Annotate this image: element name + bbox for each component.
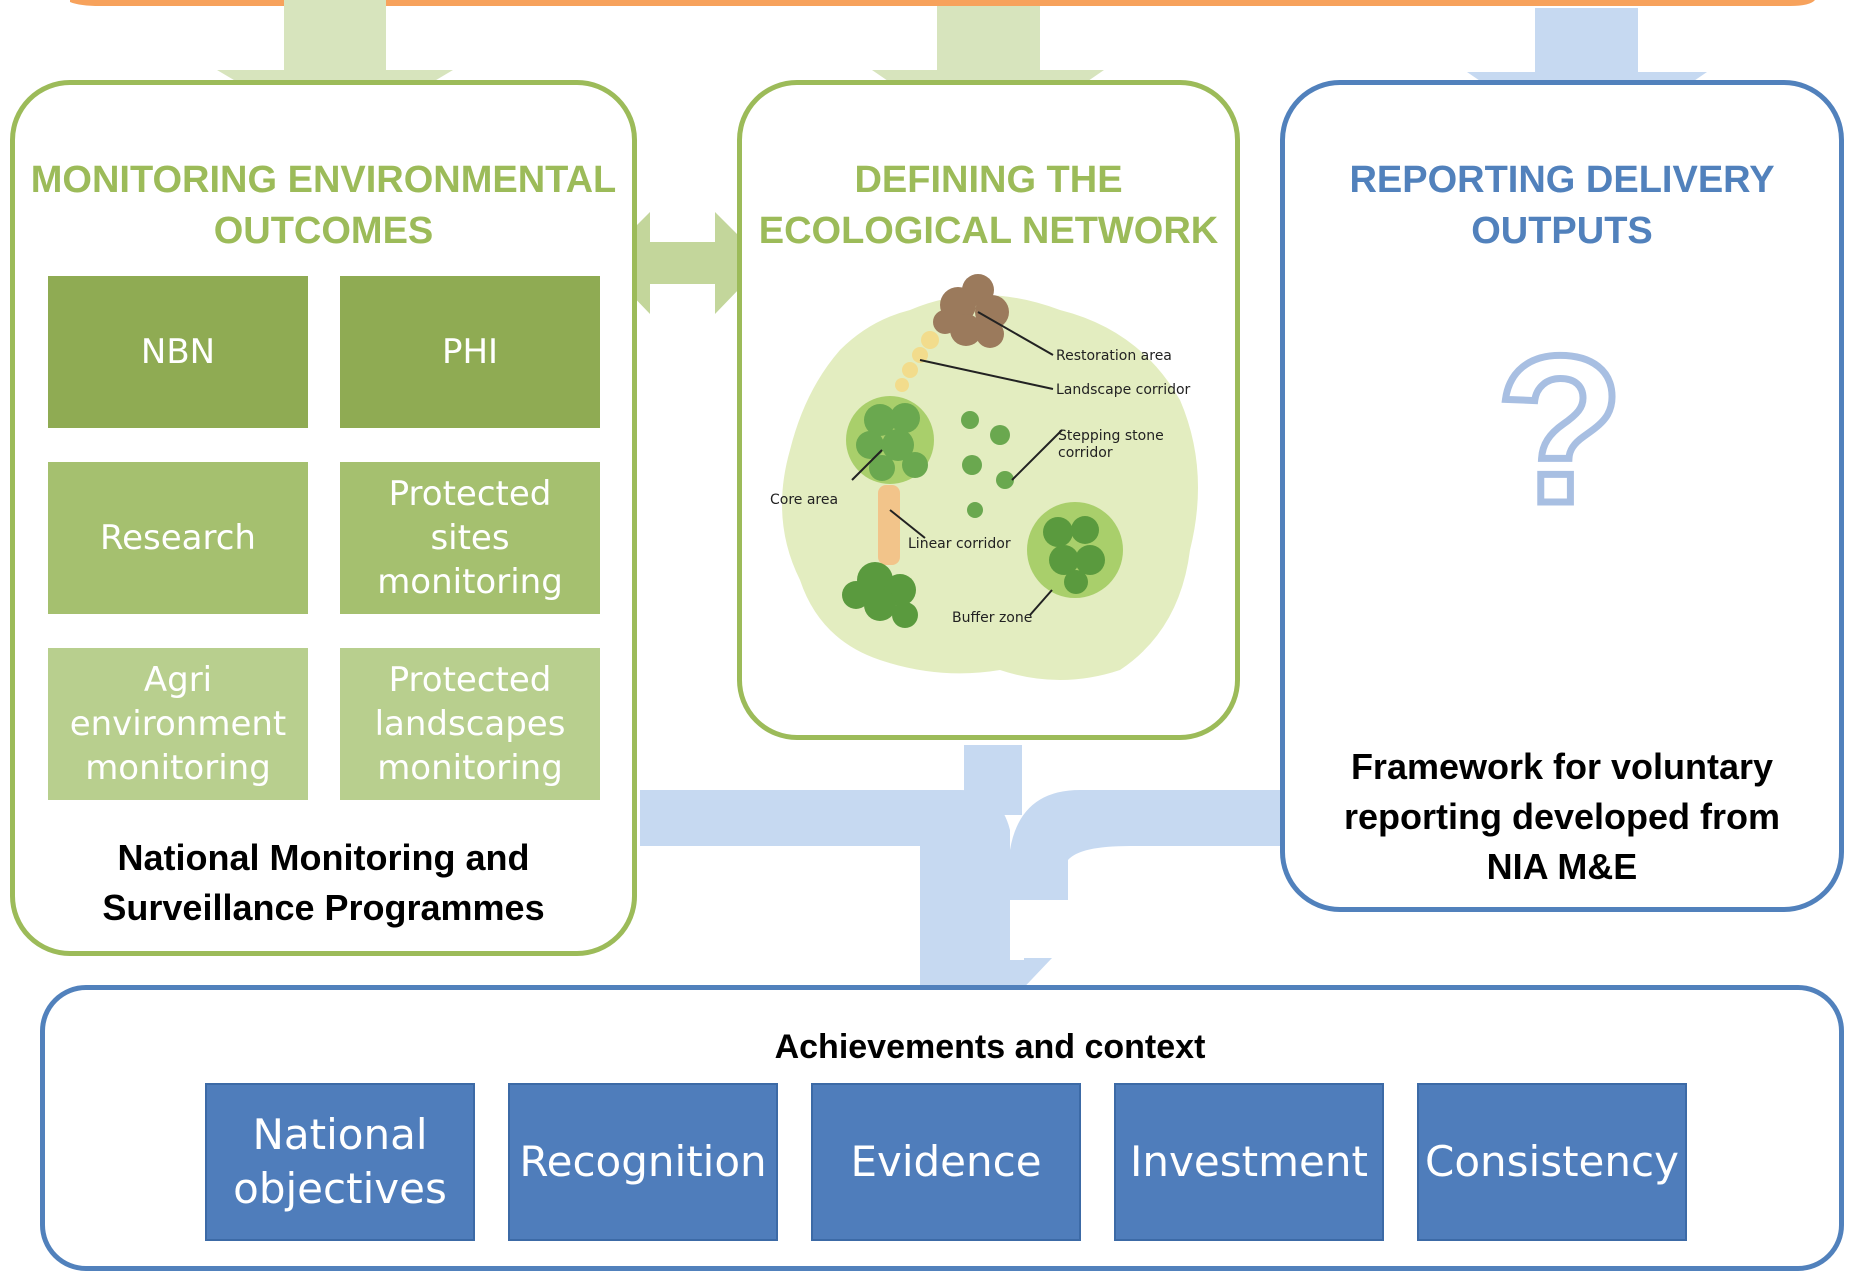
agri-environment-label: Agri environment monitoring	[69, 660, 287, 788]
evidence-label: Evidence	[850, 1137, 1042, 1186]
restoration-area	[933, 274, 1009, 348]
protected-landscapes-box: Protected landscapes monitoring	[340, 648, 600, 800]
double-arrow	[600, 212, 765, 314]
reporting-title-line2: OUTPUTS	[1471, 210, 1653, 252]
reporting-panel-title: REPORTING DELIVERY OUTPUTS	[1290, 155, 1834, 257]
label-linear-corridor: Linear corridor	[908, 536, 1011, 552]
label-landscape-corridor: Landscape corridor	[1056, 382, 1191, 398]
stepping-stones	[961, 411, 1014, 518]
down-arrow-network-out	[964, 745, 1022, 815]
leader-lines	[851, 311, 1063, 616]
protected-sites-box: Protected sites monitoring	[340, 462, 600, 614]
protected-sites-label: Protected sites monitoring	[377, 474, 563, 602]
research-box: Research	[48, 462, 308, 614]
label-stepping-stone-2: corridor	[1058, 445, 1113, 461]
reporting-title-line1: REPORTING DELIVERY	[1349, 159, 1775, 201]
monitoring-footer-line2: Surveillance Programmes	[102, 887, 545, 928]
protected-landscapes-label: Protected landscapes monitoring	[374, 660, 566, 788]
question-mark-icon: ?	[1492, 321, 1627, 538]
recognition-label: Recognition	[519, 1137, 767, 1186]
nbn-box: NBN	[48, 276, 308, 428]
phi-label: PHI	[441, 332, 499, 372]
label-buffer-zone: Buffer zone	[952, 610, 1032, 626]
monitoring-title-line2: OUTCOMES	[213, 210, 434, 252]
down-arrow-network	[872, 6, 1104, 150]
consistency-box: Consistency	[1417, 1083, 1687, 1241]
monitoring-panel-title: MONITORING ENVIRONMENTAL OUTCOMES	[20, 155, 627, 257]
question-mark-glyph: ?	[1492, 312, 1627, 547]
network-title-line1: DEFINING THE	[854, 159, 1123, 201]
network-title-line2: ECOLOGICAL NETWORK	[758, 210, 1219, 252]
label-core-area: Core area	[770, 492, 838, 508]
linear-corridor	[878, 485, 900, 565]
buffer-zone	[1027, 502, 1123, 598]
consistency-label: Consistency	[1425, 1137, 1679, 1186]
research-label: Research	[100, 518, 256, 558]
merge-connector-right	[1010, 790, 1285, 900]
reporting-footer-line1: Framework for voluntary	[1350, 746, 1774, 787]
investment-label: Investment	[1130, 1137, 1368, 1186]
network-panel-title: DEFINING THE ECOLOGICAL NETWORK	[745, 155, 1232, 257]
nbn-label: NBN	[140, 332, 216, 372]
evidence-box: Evidence	[811, 1083, 1081, 1241]
monitoring-title-line1: MONITORING ENVIRONMENTAL	[30, 159, 617, 201]
reporting-footer-line2: reporting developed from	[1343, 796, 1781, 837]
merge-connector-left	[640, 790, 1010, 1000]
national-objectives-label: National objectives	[233, 1110, 447, 1213]
ecological-network-map: Restoration area Landscape corridor Step…	[770, 274, 1198, 680]
label-restoration-area: Restoration area	[1056, 348, 1172, 364]
top-bar-edge	[70, 0, 1815, 6]
reporting-footer-line3: NIA M&E	[1486, 846, 1638, 887]
agri-environment-box: Agri environment monitoring	[48, 648, 308, 800]
landscape-corridor	[895, 331, 939, 392]
reporting-footer: Framework for voluntary reporting develo…	[1290, 742, 1834, 892]
achievements-title: Achievements and context	[774, 1028, 1206, 1066]
investment-box: Investment	[1114, 1083, 1384, 1241]
national-objectives-box: National objectives	[205, 1083, 475, 1241]
core-area	[846, 396, 934, 484]
phi-box: PHI	[340, 276, 600, 428]
label-stepping-stone-1: Stepping stone	[1058, 428, 1164, 444]
reporting-panel	[1280, 80, 1844, 912]
monitoring-footer-line1: National Monitoring and	[117, 837, 530, 878]
monitoring-footer: National Monitoring and Surveillance Pro…	[20, 833, 627, 933]
recognition-box: Recognition	[508, 1083, 778, 1241]
lower-cluster	[842, 562, 918, 628]
